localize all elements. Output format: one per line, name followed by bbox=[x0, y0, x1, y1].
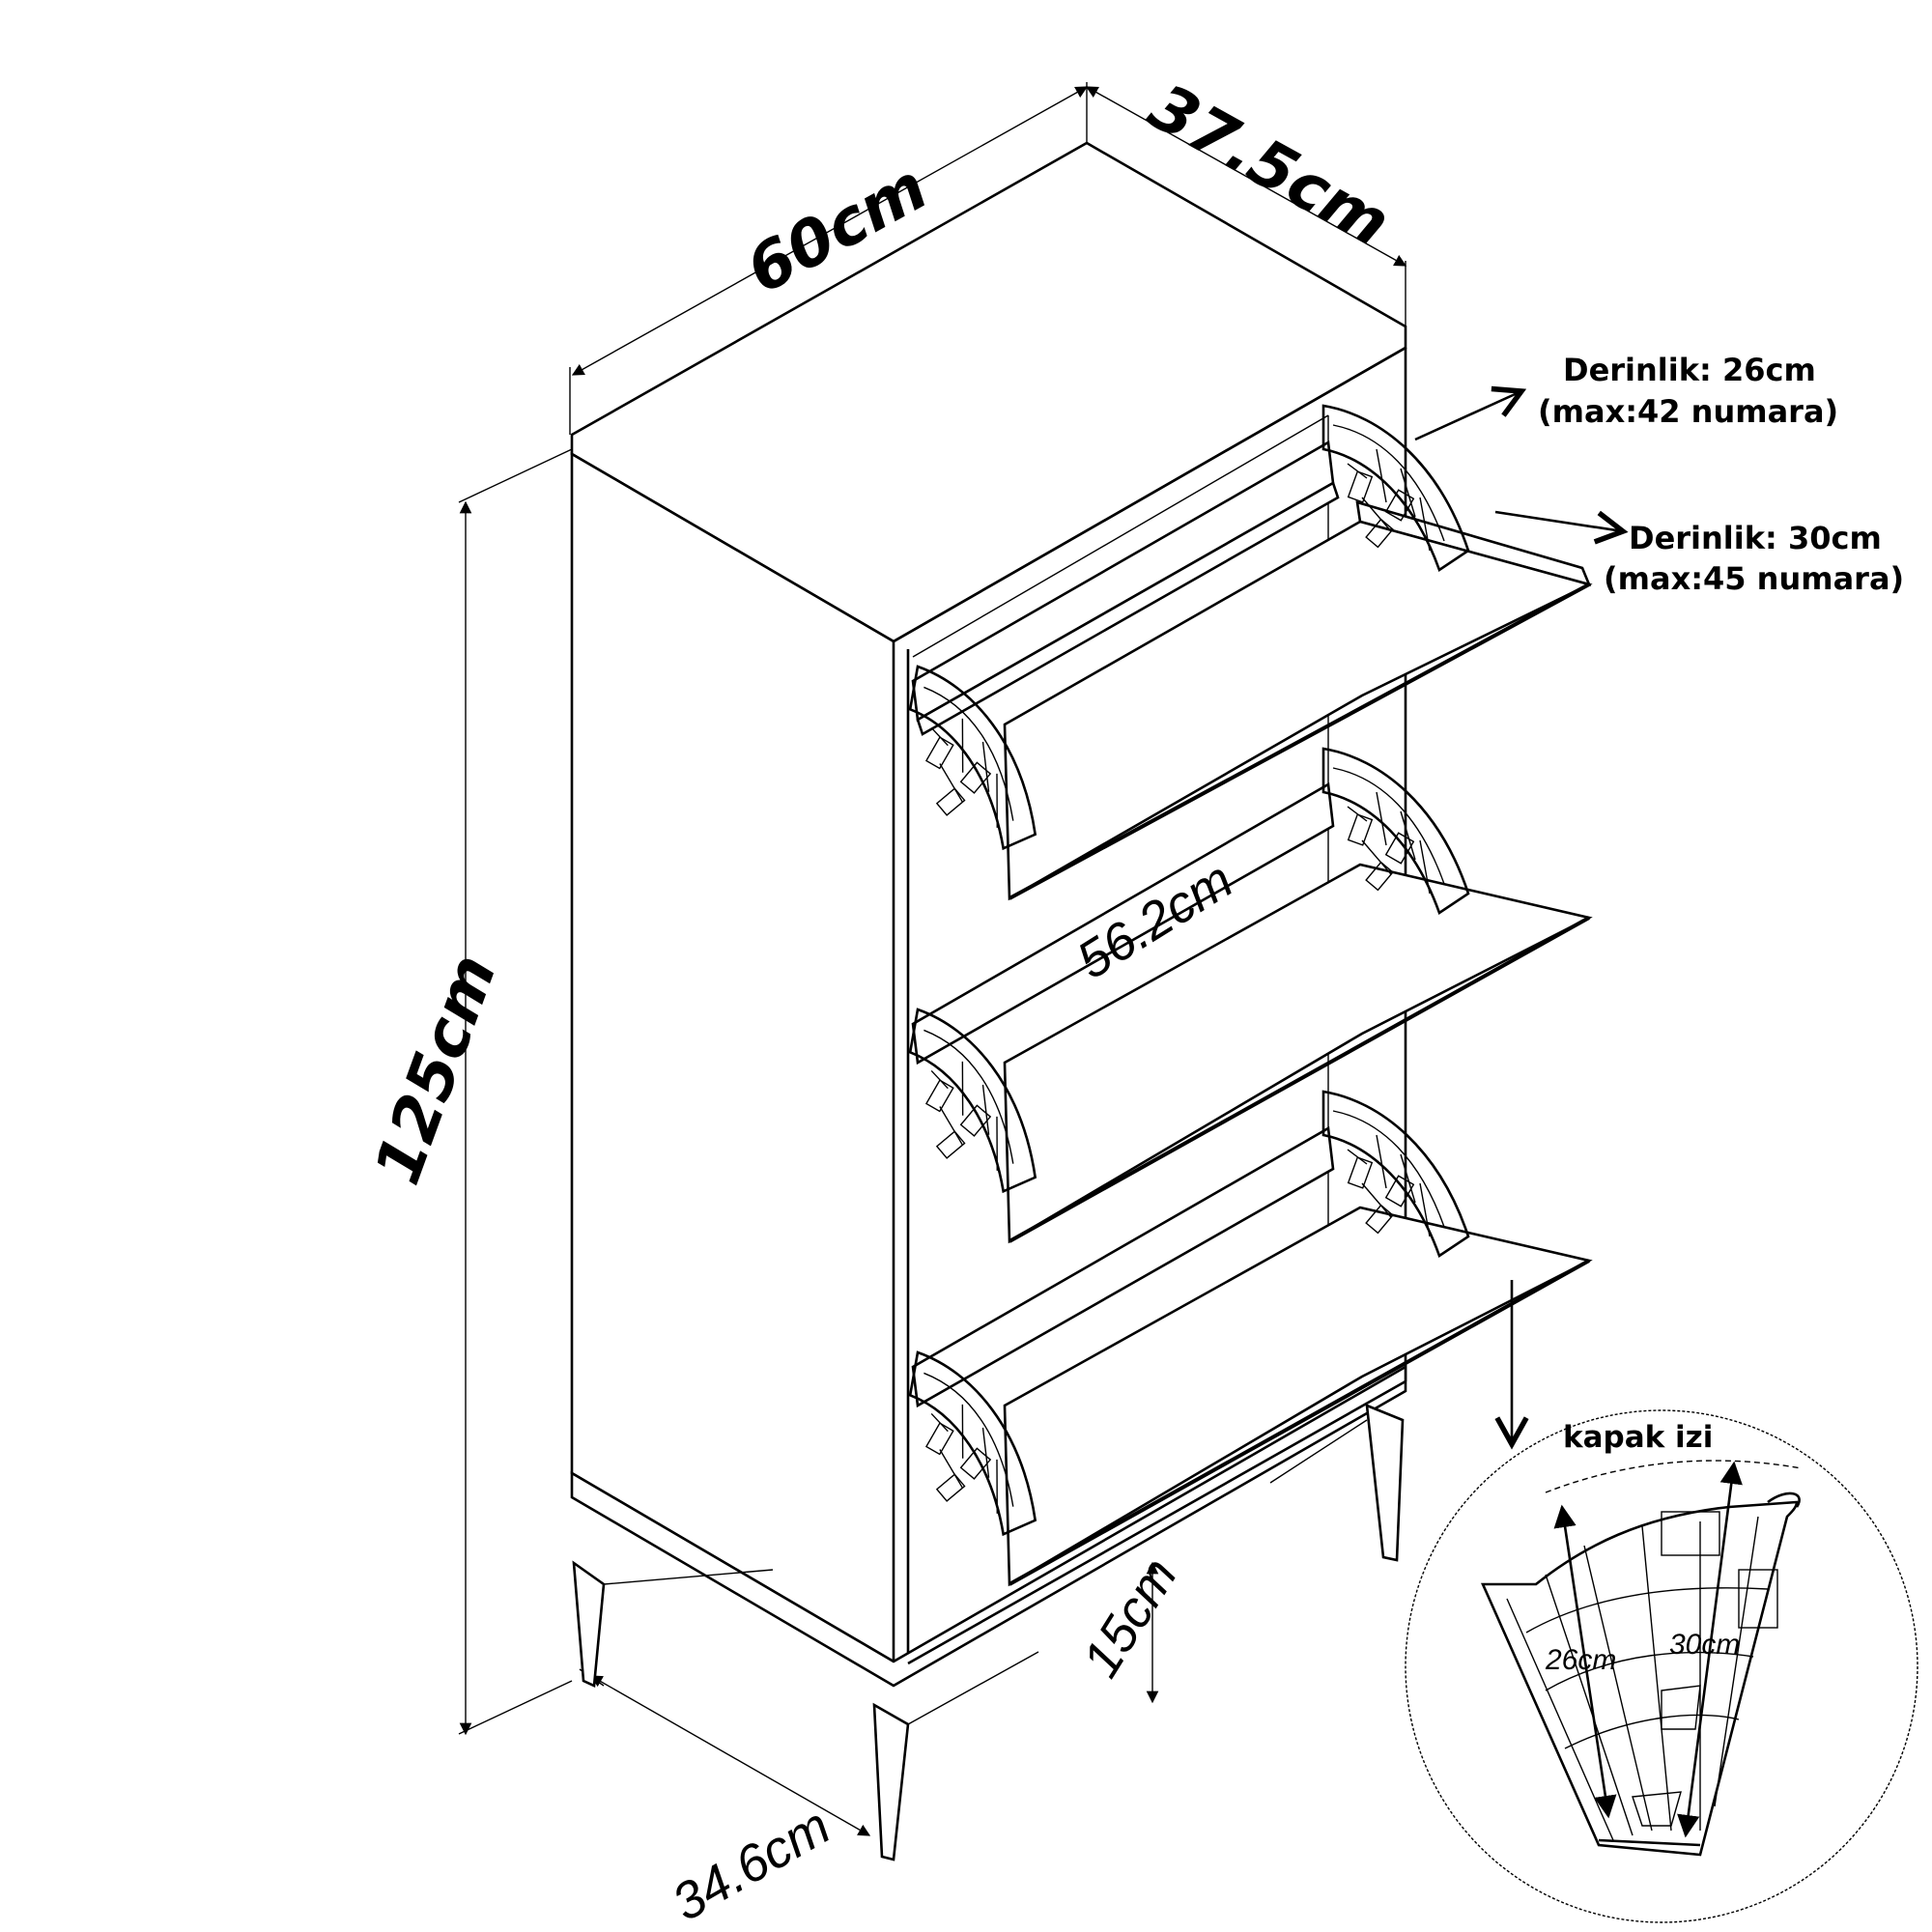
detail-label-26: 26cm bbox=[1545, 1644, 1616, 1676]
leg-depth-label: 34.6cm bbox=[663, 1797, 839, 1932]
height-label: 125cm bbox=[360, 945, 511, 1193]
detail-label-30: 30cm bbox=[1669, 1629, 1740, 1661]
cabinet-body bbox=[570, 141, 1407, 1688]
depth-note-1-sub: (max:42 numara) bbox=[1538, 393, 1838, 430]
drawer-bottom bbox=[888, 1090, 1593, 1587]
detail-title: kapak izi bbox=[1563, 1420, 1713, 1455]
detail-circle bbox=[1405, 1409, 1918, 1923]
drawer-middle bbox=[888, 747, 1593, 1244]
cabinet-legs bbox=[572, 1403, 1405, 1861]
depth-arrows bbox=[1414, 385, 1629, 1450]
depth-note-1-title: Derinlik: 26cm bbox=[1563, 352, 1816, 388]
drawer-top bbox=[888, 404, 1593, 901]
depth-note-2-sub: (max:45 numara) bbox=[1604, 560, 1904, 597]
depth-note-2-title: Derinlik: 30cm bbox=[1629, 520, 1882, 556]
dimension-lines bbox=[458, 82, 1407, 1836]
